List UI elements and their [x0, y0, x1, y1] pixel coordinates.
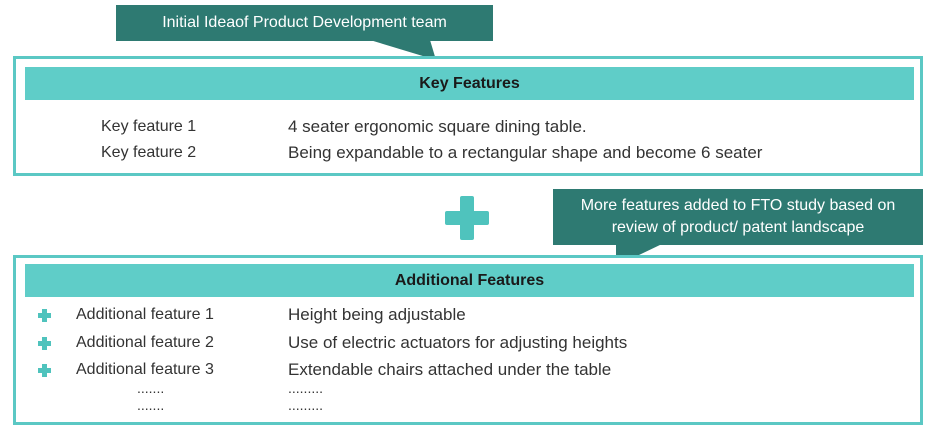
additional-feature-2-value: Use of electric actuators for adjusting … — [288, 333, 628, 352]
key-features-header: Key Features — [25, 67, 914, 100]
callout-more-features: More features added to FTO study based o… — [553, 189, 923, 245]
plus-bullet-icon — [38, 337, 51, 350]
callout-initial-idea-tail — [370, 40, 436, 60]
callout-more-features-line1: More features added to FTO study based o… — [580, 197, 896, 214]
ellipsis-label-2: ....... — [137, 397, 165, 413]
key-features-header-text: Key Features — [419, 74, 520, 92]
plus-icon — [445, 196, 489, 240]
key-feature-1-label: Key feature 1 — [101, 118, 197, 135]
additional-features-panel: Additional Features Additional feature 1… — [13, 255, 923, 425]
key-feature-2-label: Key feature 2 — [101, 144, 197, 161]
additional-feature-1-label: Additional feature 1 — [76, 306, 214, 323]
key-features-panel: Key Features Key feature 1 4 seater ergo… — [13, 56, 923, 176]
additional-features-header-text: Additional Features — [394, 271, 545, 289]
additional-feature-1-value: Height being adjustable — [288, 305, 466, 324]
ellipsis-label-1: ....... — [137, 380, 165, 396]
additional-feature-3-value: Extendable chairs attached under the tab… — [288, 360, 612, 379]
additional-features-header: Additional Features — [25, 264, 914, 297]
plus-bullet-icon — [38, 364, 51, 377]
plus-bullet-icon — [38, 309, 51, 322]
callout-more-features-line2: review of product/ patent landscape — [611, 219, 865, 236]
key-feature-2-value: Being expandable to a rectangular shape … — [288, 143, 763, 162]
additional-feature-3-label: Additional feature 3 — [76, 361, 214, 378]
callout-initial-idea: Initial Ideaof Product Development team — [116, 5, 493, 41]
callout-initial-idea-text: Initial Ideaof Product Development team — [162, 14, 447, 31]
additional-feature-2-label: Additional feature 2 — [76, 334, 214, 351]
key-feature-1-value: 4 seater ergonomic square dining table. — [288, 117, 587, 136]
ellipsis-value-2: ......... — [288, 397, 324, 413]
ellipsis-value-1: ......... — [288, 380, 324, 396]
